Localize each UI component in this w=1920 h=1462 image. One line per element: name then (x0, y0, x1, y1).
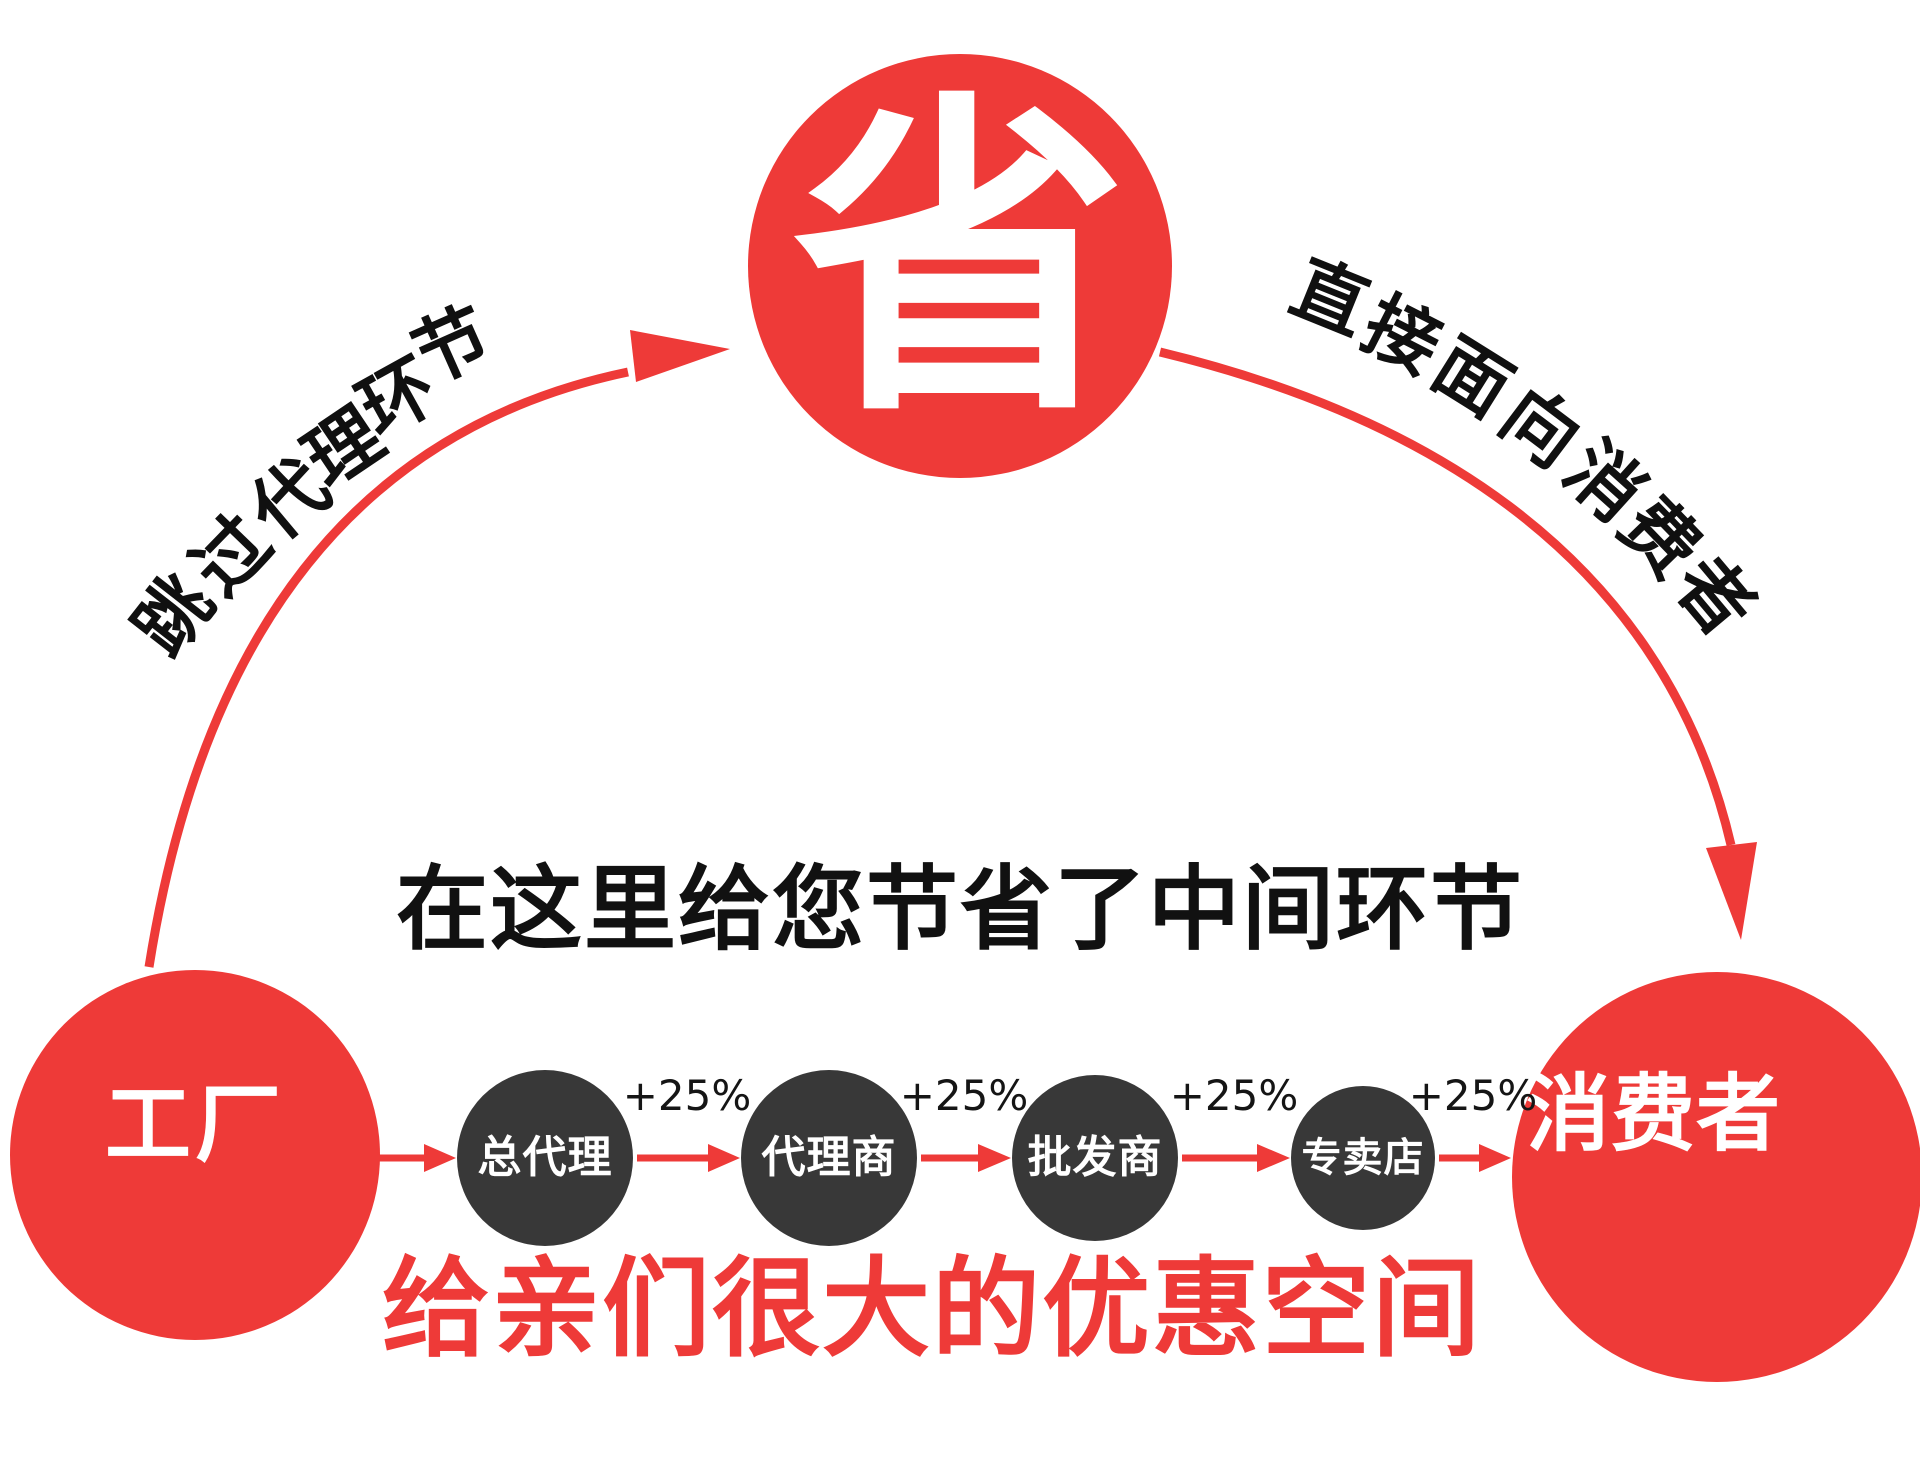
chain-arrow-2 (637, 1144, 740, 1172)
chain-node-label: 专卖店 (1301, 1135, 1425, 1181)
factory-circle: 工厂 (10, 970, 380, 1340)
chain-node-label: 批发商 (1027, 1132, 1163, 1183)
markup-label-4: +25% (1408, 1071, 1538, 1120)
consumer-label: 消费者 (1526, 1065, 1782, 1163)
right-arc-arrowhead-icon (1706, 842, 1757, 940)
chain-arrow-5 (1439, 1144, 1511, 1172)
footer-slogan: 给亲们很大的优惠空间 (381, 1247, 1482, 1372)
chain-arrow-3 (921, 1144, 1011, 1172)
chain-arrow-4 (1182, 1144, 1290, 1172)
factory-label: 工厂 (105, 1075, 285, 1175)
save-circle: 省 (748, 54, 1172, 478)
left-arc-arrowhead-icon (630, 330, 730, 382)
save-circle-label: 省 (792, 66, 1128, 457)
chain-node-general-agent: 总代理 (457, 1070, 633, 1246)
markup-label-3: +25% (1169, 1071, 1299, 1120)
chain-node-retail-store: 专卖店 (1291, 1086, 1435, 1230)
chain-node-label: 总代理 (477, 1132, 613, 1183)
chain-node-label: 代理商 (761, 1132, 897, 1183)
left-arc-line (144, 367, 629, 968)
chain-node-agent: 代理商 (741, 1070, 917, 1246)
headline-text: 在这里给您节省了中间环节 (395, 856, 1524, 963)
chain-arrow-1 (378, 1144, 456, 1172)
right-arc-line (1158, 347, 1736, 847)
markup-label-2: +25% (899, 1071, 1029, 1120)
markup-label-1: +25% (622, 1071, 752, 1120)
chain-node-wholesaler: 批发商 (1012, 1075, 1178, 1241)
consumer-circle: 消费者 (1512, 972, 1920, 1382)
